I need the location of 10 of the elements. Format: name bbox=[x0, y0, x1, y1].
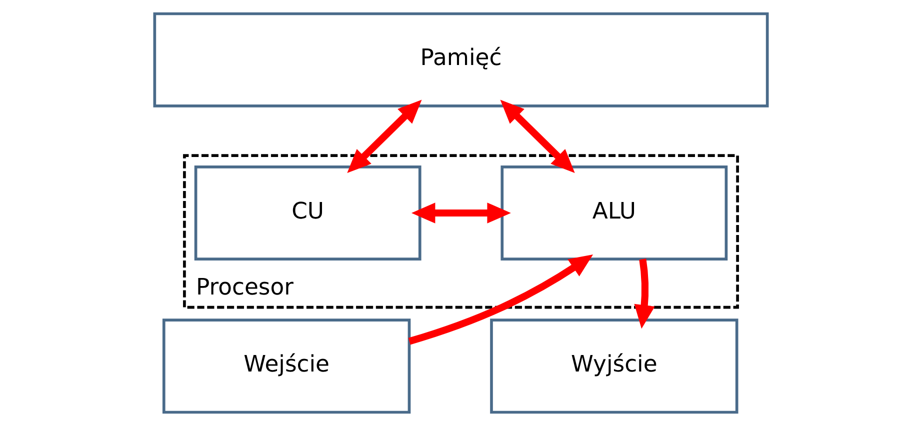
arrow bbox=[346, 100, 422, 173]
node-box: Pamięć bbox=[152, 12, 768, 108]
node-box: Wejście bbox=[162, 318, 410, 414]
arrow bbox=[634, 258, 654, 329]
node-box: Wyjście bbox=[490, 318, 738, 414]
arrow bbox=[410, 202, 510, 224]
node-box: ALU bbox=[500, 166, 728, 260]
arrow bbox=[408, 254, 593, 345]
node-box: CU bbox=[194, 166, 421, 260]
arrow bbox=[500, 100, 574, 173]
